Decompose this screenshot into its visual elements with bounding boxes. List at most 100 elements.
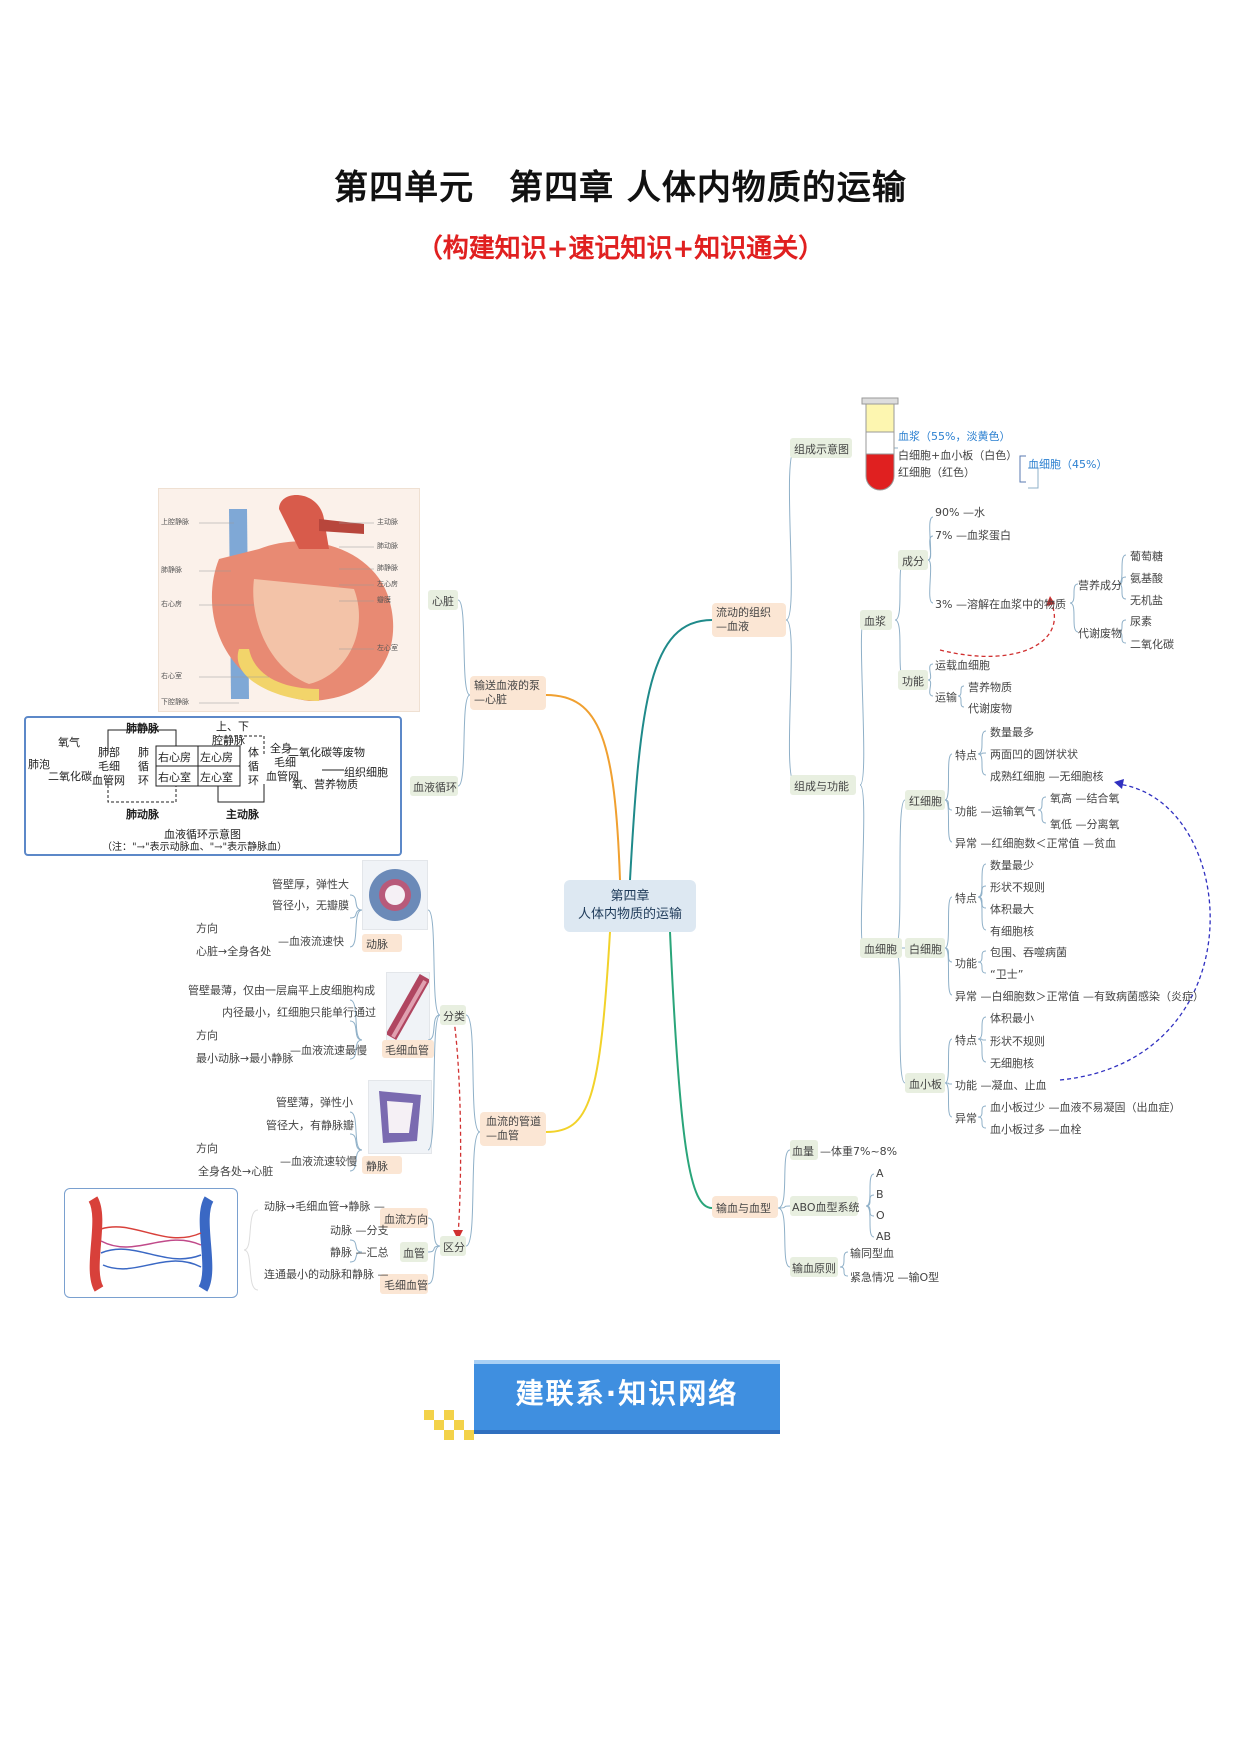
node-type-b: B — [876, 1188, 884, 1201]
root-node[interactable]: 第四章 人体内物质的运输 — [564, 880, 696, 932]
node-comp-func[interactable]: 组成与功能 — [794, 780, 849, 793]
node-principle[interactable]: 输血原则 — [792, 1262, 836, 1275]
body-capillary-2: 毛细 — [274, 756, 296, 769]
heart-illustration: 上腔静脉 肺静脉 右心房 右心室 下腔静脉 主动脉 肺动脉 肺静脉 左心房 瓣膜… — [158, 488, 420, 712]
vena-cava-label-2: 腔静脉 — [212, 734, 245, 747]
node-rbc-label: 红细胞（红色） — [898, 466, 975, 479]
section-banner: 建联系·知识网络 — [474, 1360, 780, 1434]
heart-label: 右心房 — [161, 600, 182, 608]
branch-pump-line1: 输送血液的泵 — [474, 679, 540, 692]
node-capillary[interactable]: 毛细血管 — [385, 1044, 429, 1057]
node-classify[interactable]: 分类 — [443, 1010, 465, 1023]
branch-vessels-line2: —血管 — [486, 1129, 519, 1142]
node-plt-f1: 体积最小 — [990, 1012, 1034, 1025]
node-rbc-feature: 特点 — [955, 749, 977, 762]
branch-blood[interactable]: 流动的组织 —血液 — [716, 606, 771, 634]
node-wbc-f4: 有细胞核 — [990, 925, 1034, 938]
pulm-circ-1: 肺 — [138, 746, 149, 759]
nutrient-label: 氧、营养物质 — [292, 778, 358, 791]
node-nutrients: 营养成分 — [1078, 579, 1122, 592]
branch-blood-line1: 流动的组织 — [716, 606, 771, 619]
node-vein-1: 管壁薄，弹性小 — [276, 1096, 353, 1109]
left-atrium: 左心房 — [200, 751, 233, 764]
node-blood-cells[interactable]: 血细胞 — [864, 943, 897, 956]
node-artery[interactable]: 动脉 — [366, 938, 388, 951]
node-capillary-2: 内径最小，红细胞只能单行通过 — [222, 1006, 376, 1019]
root-line-1: 第四章 — [610, 889, 650, 904]
node-plt-feature: 特点 — [955, 1034, 977, 1047]
alveoli-label: 肺泡 — [28, 758, 50, 771]
node-plasma[interactable]: 血浆 — [864, 615, 886, 628]
node-plt[interactable]: 血小板 — [909, 1078, 942, 1091]
branch-pump[interactable]: 输送血液的泵 —心脏 — [474, 679, 540, 707]
node-water: 90% —水 — [935, 506, 985, 519]
node-salt: 无机盐 — [1130, 594, 1163, 607]
node-function[interactable]: 功能 — [902, 675, 924, 688]
node-heart[interactable]: 心脏 — [432, 595, 454, 608]
heart-label: 左心房 — [377, 580, 398, 588]
aorta-label: 主动脉 — [226, 808, 259, 821]
node-rbc-f3: 成熟红细胞 —无细胞核 — [990, 770, 1104, 783]
node-wbc[interactable]: 白细胞 — [909, 943, 942, 956]
heart-label: 肺静脉 — [161, 566, 182, 574]
node-rbc-abn: 异常 —红细胞数＜正常值 —贫血 — [955, 837, 1116, 850]
branch-pump-line2: —心脏 — [474, 693, 507, 706]
node-wbc-f1: 数量最少 — [990, 859, 1034, 872]
node-distinguish[interactable]: 区分 — [443, 1241, 465, 1254]
node-type-ab: AB — [876, 1230, 892, 1243]
node-wbc-fn1: 包围、吞噬病菌 — [990, 946, 1067, 959]
node-artery-2: 管径小，无瓣膜 — [272, 899, 349, 912]
sys-circ-1: 体 — [248, 746, 259, 759]
node-dissolved: 3% —溶解在血浆中的物质 — [935, 598, 1066, 611]
waste-label: 二氧化碳等废物 — [288, 746, 365, 759]
test-tube-icon — [861, 397, 899, 491]
body-capillary-1: 全身 — [270, 742, 292, 755]
node-vein-2: 管径大，有静脉瓣 — [266, 1119, 354, 1132]
node-type-o: O — [876, 1209, 885, 1222]
node-schematic[interactable]: 组成示意图 — [794, 443, 849, 456]
node-artery-4: 心脏→全身各处 — [196, 945, 272, 958]
body-capillary-3: 血管网 — [266, 770, 299, 783]
left-ventricle: 左心室 — [200, 771, 233, 784]
node-artery-1: 管壁厚，弹性大 — [272, 878, 349, 891]
node-metab: 代谢废物 — [968, 702, 1012, 715]
node-waste: 代谢废物 — [1078, 627, 1122, 640]
node-rbc-f1: 数量最多 — [990, 726, 1034, 739]
lung-capillary-1: 肺部 — [98, 746, 120, 759]
page-subtitle: （构建知识+速记知识+知识通关） — [416, 234, 825, 264]
node-flow-dir: 血流方向 — [384, 1213, 428, 1226]
co2-label: 二氧化碳 — [48, 770, 92, 783]
pulm-circ-3: 环 — [138, 774, 149, 787]
node-volume[interactable]: 血量 — [792, 1145, 814, 1158]
branch-vessels-line1: 血流的管道 — [486, 1115, 541, 1128]
node-plt-a1: 血小板过少 —血液不易凝固（出血症） — [990, 1101, 1181, 1114]
node-vein-4: 全身各处→心脏 — [198, 1165, 274, 1178]
node-composition[interactable]: 成分 — [902, 555, 924, 568]
node-circulation[interactable]: 血液循环 — [413, 781, 457, 794]
node-plt-a2: 血小板过多 —血栓 — [990, 1123, 1082, 1136]
node-principle-2: 紧急情况 —输O型 — [850, 1271, 940, 1284]
circulation-diagram: 肺静脉 上、下 腔静脉 氧气 肺泡 二氧化碳 肺部 毛细 血管网 肺 循 环 右… — [24, 716, 402, 856]
circ-caption: 血液循环示意图 — [164, 828, 241, 841]
node-protein: 7% —血浆蛋白 — [935, 529, 1011, 542]
branch-vessels[interactable]: 血流的管道 —血管 — [486, 1115, 541, 1143]
heart-label: 左心室 — [377, 644, 398, 652]
node-vein[interactable]: 静脉 — [366, 1160, 388, 1173]
lung-capillary-2: 毛细 — [98, 760, 120, 773]
node-volume-val: —体重7%~8% — [820, 1145, 898, 1158]
node-o2-low: 氧低 —分离氧 — [1050, 818, 1120, 831]
vessel-network-diagram — [64, 1188, 238, 1298]
pulmonary-artery-label: 肺动脉 — [126, 808, 159, 821]
node-vein-3: —血液流速较慢 — [280, 1155, 357, 1168]
heart-label: 下腔静脉 — [161, 698, 189, 706]
lung-capillary-3: 血管网 — [92, 774, 125, 787]
node-abo[interactable]: ABO血型系统 — [792, 1201, 860, 1214]
heart-label: 上腔静脉 — [161, 518, 189, 526]
node-wbc-abn: 异常 —白细胞数＞正常值 —有致病菌感染（炎症） — [955, 990, 1204, 1003]
node-rbc[interactable]: 红细胞 — [909, 795, 942, 808]
branch-blood-line2: —血液 — [716, 620, 749, 633]
heart-label: 肺静脉 — [377, 564, 398, 572]
branch-transfusion[interactable]: 输血与血型 — [716, 1202, 771, 1215]
node-branch: 动脉 —分支 — [330, 1224, 389, 1237]
